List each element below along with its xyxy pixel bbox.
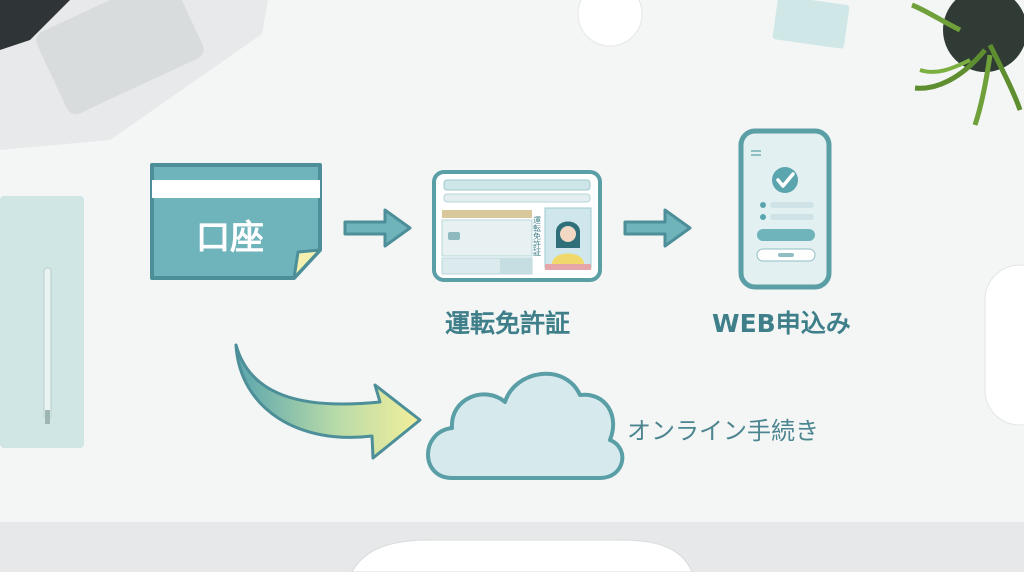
web-application-label: WEB申込み: [712, 309, 851, 338]
cloud-icon: [426, 371, 625, 480]
person-silhouette-icon: [552, 221, 584, 264]
license-label: 運転免許証: [445, 309, 571, 338]
arrow-license-to-web: [623, 208, 692, 248]
plant-decoration: [911, 0, 1024, 126]
license-vertical-text: 運転免許証: [533, 216, 542, 257]
online-procedure-label: オンライン手続き: [627, 417, 819, 445]
arrow-card-to-license: [343, 208, 412, 248]
mouse-right-decoration: [984, 264, 1024, 426]
mouse-top-decoration: [577, 0, 643, 47]
curved-arrow-to-online: [234, 343, 422, 460]
chair-decoration: [351, 539, 693, 572]
bank-account-card: [150, 163, 322, 280]
notebook-decoration: [0, 196, 84, 448]
laptop-decoration: [0, 0, 268, 150]
check-circle-icon: [772, 167, 798, 193]
smartphone: [738, 128, 832, 290]
drivers-license-card: [432, 170, 602, 282]
card-text: 口座: [196, 218, 264, 258]
sticky-note-decoration: [772, 0, 850, 49]
